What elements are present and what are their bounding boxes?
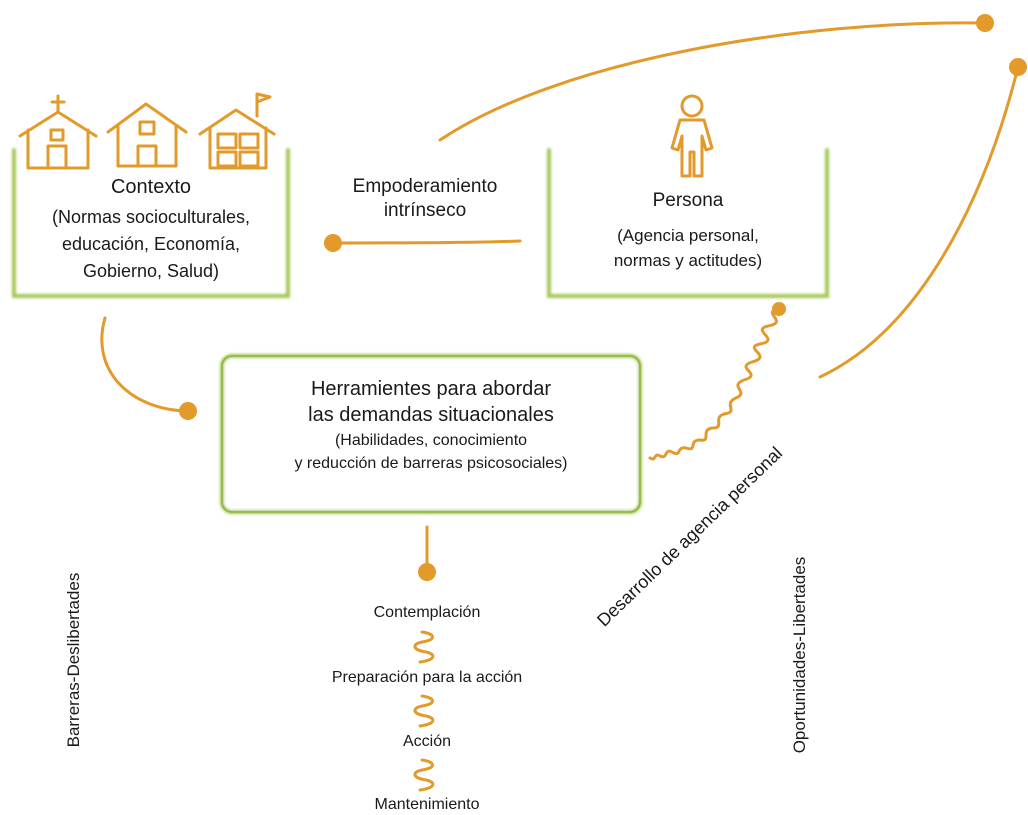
- contexto-desc-line3: Gobierno, Salud): [82, 261, 220, 281]
- herramientas-sub-line2: y reducción de barreras psicosociales): [294, 455, 568, 472]
- stage-contemplacion: Contemplación: [373, 604, 481, 621]
- barreras-label: Barreras-Deslibertades: [64, 572, 83, 748]
- house-icon: [106, 102, 188, 168]
- persona-desc-line1: (Agencia personal,: [617, 226, 759, 245]
- stage-mantenimiento: Mantenimiento: [374, 796, 480, 813]
- empoderamiento-label-line1: Empoderamiento: [352, 176, 498, 197]
- stage-accion: Acción: [402, 733, 452, 750]
- stage-preparacion: Preparación para la acción: [331, 669, 523, 686]
- contexto-desc-line1: (Normas socioculturales,: [51, 207, 251, 227]
- person-icon: [670, 94, 714, 178]
- agencia-spring-connector: [648, 302, 786, 461]
- persona-desc-line2: normas y actitudes): [613, 251, 763, 270]
- school-house-icon: [198, 92, 276, 170]
- empoderamiento-connector: [324, 234, 522, 252]
- herramientas-sub-line1: (Habilidades, conocimiento: [334, 432, 528, 449]
- contexto-desc-line2: educación, Economía,: [61, 234, 241, 254]
- stage-spring-1: [413, 630, 435, 664]
- persona-title: Persona: [652, 190, 724, 211]
- contexto-box: [12, 148, 290, 298]
- stage-spring-3: [413, 758, 435, 792]
- persona-box: [547, 148, 829, 298]
- herramientas-box: [220, 354, 642, 514]
- empoderamiento-label-line2: intrínseco: [383, 200, 467, 221]
- contexto-title: Contexto: [110, 176, 192, 198]
- herramientas-title-line1: Herramientes para abordar: [310, 378, 552, 400]
- contexto-to-herramientas-connector: [100, 316, 197, 420]
- oportunidades-label: Oportunidades-Libertades: [790, 556, 809, 754]
- stage-spring-2: [413, 694, 435, 728]
- church-house-icon: [18, 94, 98, 170]
- top-arc-connector: [438, 14, 994, 142]
- right-arc-connector: [818, 58, 1027, 379]
- herramientas-to-stages-connector: [418, 525, 436, 581]
- herramientas-title-line2: las demandas situacionales: [308, 404, 554, 426]
